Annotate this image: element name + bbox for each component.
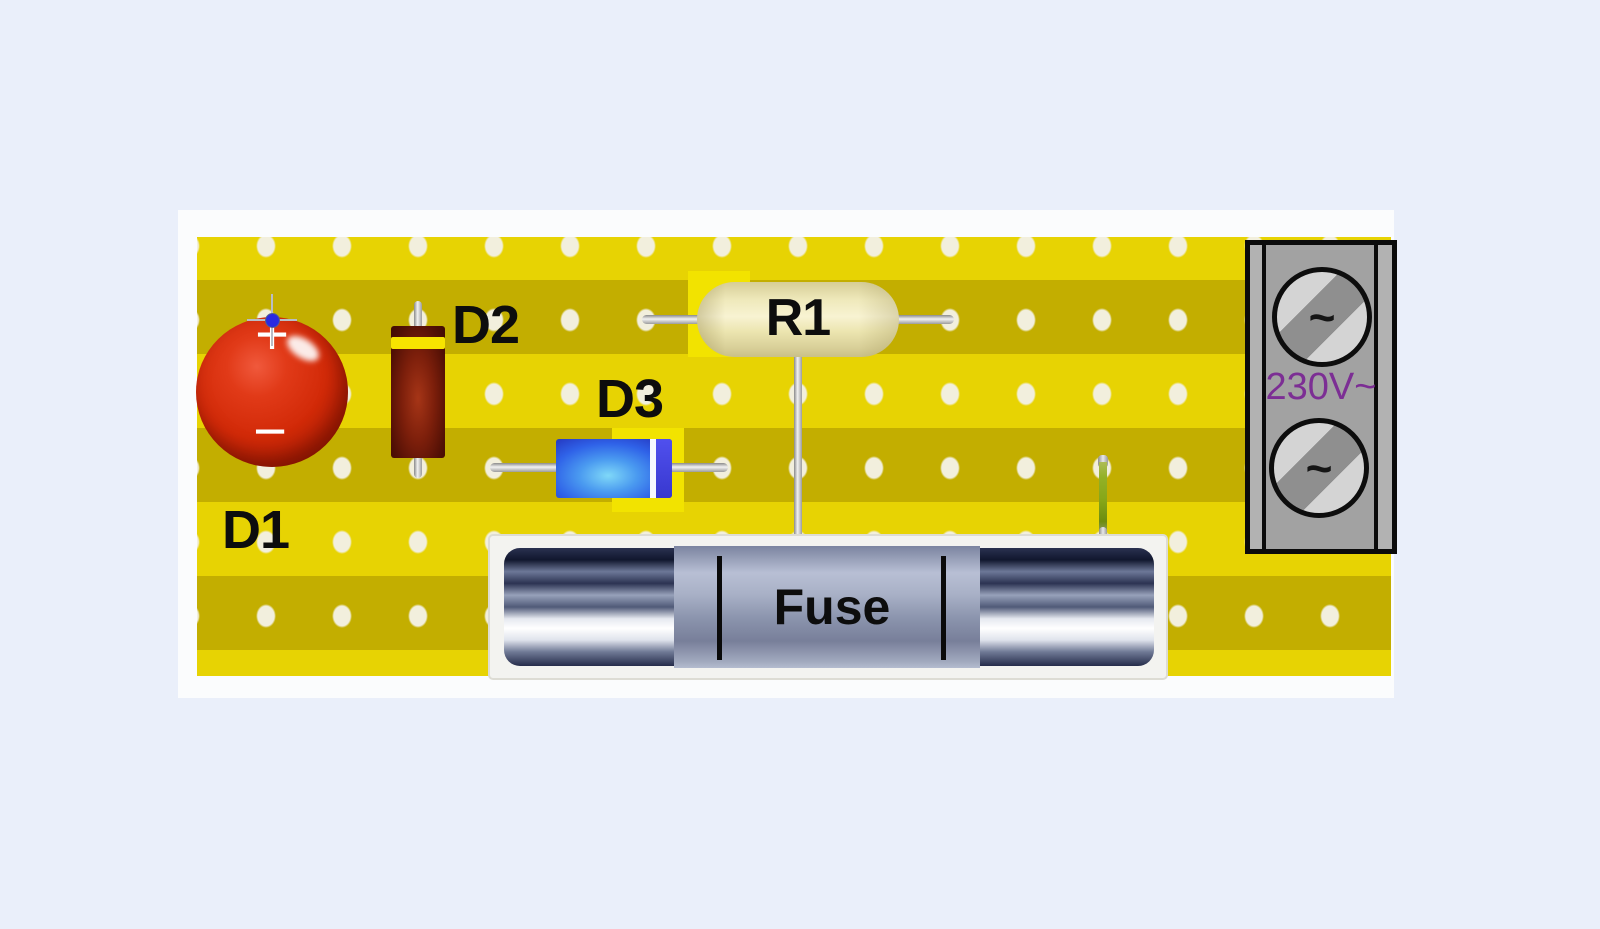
diode-d3-label: D3: [596, 369, 664, 429]
diode-d2-cathode-band: [391, 337, 445, 349]
terminal-block-left-rail: [1250, 245, 1262, 549]
d2-bottom-lead: [414, 454, 422, 478]
jumper-wire-top-tip: [1098, 455, 1108, 468]
led-d1-anode-pin-icon[interactable]: [265, 313, 280, 328]
fuse-metal-cap-left: [504, 548, 674, 666]
terminal-block-divider: [1374, 245, 1378, 549]
fuse-cap-divider-left: [717, 556, 722, 660]
led-d1-minus-mark: −: [253, 399, 287, 464]
terminal-block-divider: [1262, 245, 1266, 549]
d3-right-lead: [670, 463, 728, 472]
ac-symbol: ~: [1305, 442, 1333, 494]
fuse-label: Fuse: [773, 579, 891, 635]
d3-left-lead: [490, 463, 558, 472]
fuse-metal-cap-right: [980, 548, 1154, 666]
resistor-r1-label: R1: [765, 289, 831, 347]
d2-top-lead: [414, 301, 422, 331]
resistor-r1[interactable]: [697, 282, 899, 357]
diode-d3-band-separator: [650, 439, 656, 498]
jumper-wire-green[interactable]: [1099, 462, 1107, 532]
diode-d2-label: D2: [452, 295, 520, 355]
led-d1-label: D1: [222, 500, 290, 560]
fuse-glass-body[interactable]: [674, 546, 980, 668]
terminal-voltage-label: 230V~: [1265, 366, 1377, 408]
terminal-block-right-rail: [1378, 245, 1392, 549]
terminal-screw-top[interactable]: ~: [1272, 267, 1372, 367]
r1-down-lead: [794, 348, 802, 548]
terminal-screw-bottom[interactable]: ~: [1269, 418, 1369, 518]
r1-left-lead: [642, 315, 702, 324]
r1-right-lead: [897, 315, 954, 324]
fuse-cap-divider-right: [941, 556, 946, 660]
ac-symbol: ~: [1308, 291, 1336, 343]
diode-d3-cathode-band: [656, 439, 672, 498]
